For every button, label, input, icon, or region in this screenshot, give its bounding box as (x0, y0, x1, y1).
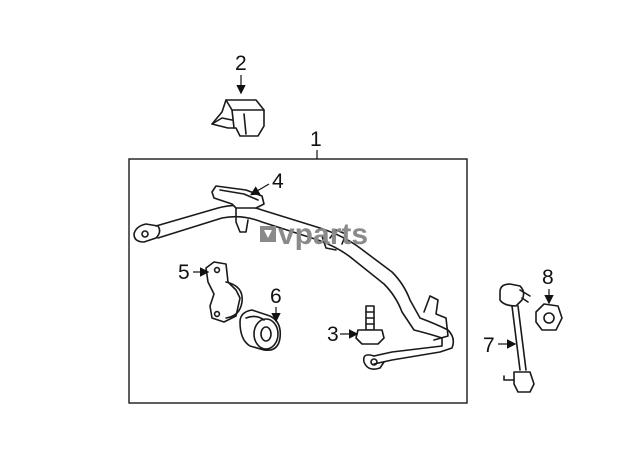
callout-7-label: 7 (483, 334, 495, 357)
callout-1[interactable]: 1 (310, 128, 322, 159)
vparts-logo-icon (260, 226, 276, 242)
callout-2[interactable]: 2 (235, 52, 247, 95)
part-7-stabilizer-link[interactable] (499, 283, 535, 393)
part-8-nut[interactable] (535, 303, 563, 331)
callout-5[interactable]: 5 (178, 261, 210, 284)
callout-1-label: 1 (310, 128, 322, 151)
callout-3[interactable]: 3 (327, 323, 359, 346)
part-1-stabilizer-bar[interactable] (133, 204, 455, 370)
part-3-bolt[interactable] (355, 305, 385, 345)
callout-8[interactable]: 8 (542, 266, 554, 305)
callout-6-label: 6 (270, 285, 282, 308)
callout-2-label: 2 (235, 52, 247, 75)
part-6-bushing[interactable] (239, 309, 282, 352)
callout-5-label: 5 (178, 261, 190, 284)
part-4-bracket[interactable] (211, 185, 265, 233)
part-5-clamp[interactable] (205, 261, 243, 323)
callout-6[interactable]: 6 (270, 285, 282, 323)
assembly-frame (128, 158, 468, 404)
callout-4-arrow (249, 183, 270, 196)
callout-3-label: 3 (327, 323, 339, 346)
callout-8-label: 8 (542, 266, 554, 289)
callout-4-label: 4 (272, 170, 284, 193)
part-2-bracket[interactable] (211, 99, 265, 137)
callout-7[interactable]: 7 (483, 334, 517, 357)
watermark-text: vparts (278, 218, 368, 251)
watermark: vparts (260, 218, 368, 251)
callout-4[interactable]: 4 (249, 170, 284, 196)
